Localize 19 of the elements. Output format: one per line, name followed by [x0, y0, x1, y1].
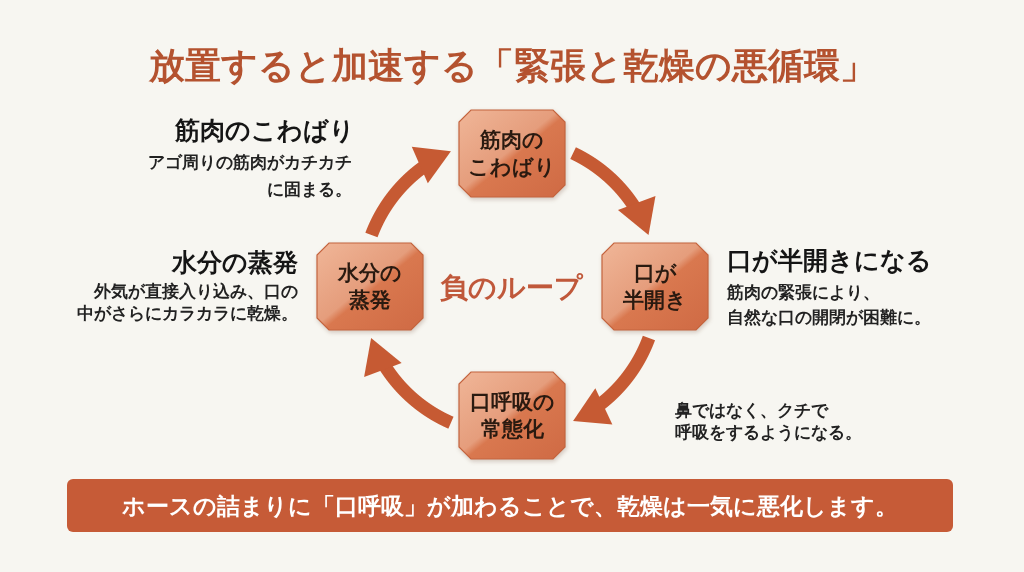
- step-tile: [317, 243, 423, 330]
- step-label: 口呼吸の常態化: [469, 388, 555, 443]
- note-text: 鼻ではなく、クチで呼吸をするようになる。: [675, 400, 862, 444]
- step-tile: [459, 372, 565, 459]
- step-tile: [459, 110, 565, 197]
- step-description: 筋肉の緊張により、自然な口の開閉が困難に。: [727, 282, 931, 329]
- step-tile: [602, 243, 708, 330]
- step-description: アゴ周りの筋肉がカチカチに固まる。: [148, 152, 352, 201]
- slide-title: 放置すると加速する「緊張と乾燥の悪循環」: [148, 44, 876, 88]
- summary-banner: [67, 479, 953, 532]
- step-heading: 筋肉のこわばり: [175, 116, 355, 146]
- banner-text: ホースの詰まりに「口呼吸」が加わることで、乾燥は一気に悪化します。: [122, 491, 898, 521]
- step-description: 外気が直接入り込み、口の中がさらにカラカラに乾燥。: [77, 281, 298, 325]
- step-heading: 口が半開きになる: [727, 246, 932, 276]
- step-label: 口が半開き: [623, 259, 687, 314]
- step-label: 筋肉のこわばり: [468, 126, 556, 181]
- loop-label: 負のループ: [440, 270, 583, 306]
- step-label: 水分の蒸発: [338, 259, 402, 314]
- step-heading: 水分の蒸発: [172, 248, 298, 278]
